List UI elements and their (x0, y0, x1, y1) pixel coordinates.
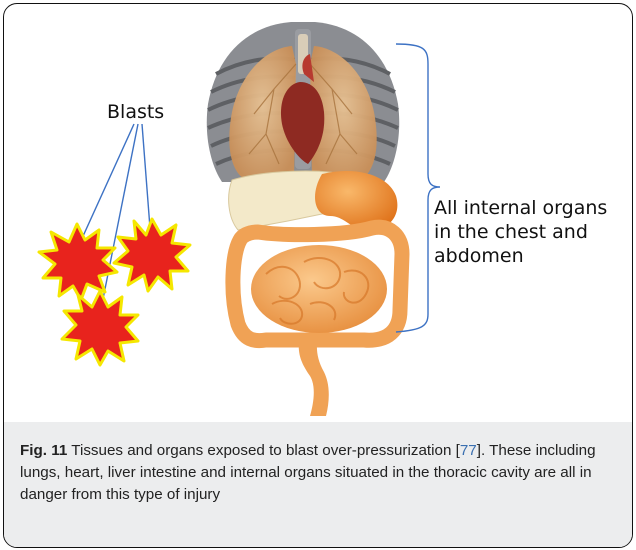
figure-label: Fig. 11 (20, 442, 67, 459)
figure-frame: All internal organs in the chest and abd… (3, 3, 633, 548)
caption-text: Fig. 11 Tissues and organs exposed to bl… (20, 440, 624, 506)
blasts-label: Blasts (107, 101, 164, 123)
organs-label-line-1: All internal organs (434, 197, 607, 219)
blast-burst-icon (114, 219, 190, 291)
blast-burst-icon (62, 291, 138, 365)
organs-label-line-2: in the chest and (434, 221, 588, 243)
organs-label: All internal organs in the chest and abd… (434, 197, 607, 267)
figure-caption: Fig. 11 Tissues and organs exposed to bl… (4, 422, 632, 548)
small-intestine-illustration (251, 245, 387, 333)
reference-link[interactable]: 77 (460, 442, 477, 459)
blast-burst-icon (39, 224, 117, 300)
figure-illustration: All internal organs in the chest and abd… (4, 4, 632, 422)
caption-body-start: Tissues and organs exposed to blast over… (67, 442, 460, 459)
organs-label-line-3: abdomen (434, 245, 524, 267)
